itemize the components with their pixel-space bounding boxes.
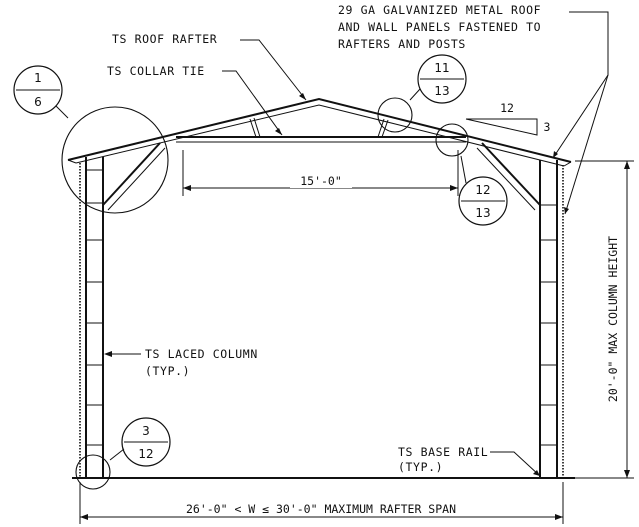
roof-panels-label-line2: AND WALL PANELS FASTENED TO	[338, 20, 541, 34]
roof-panels-label-line3: RAFTERS AND POSTS	[338, 37, 466, 51]
detail-zone-circle	[61, 106, 169, 214]
rafter-span-dimension: 26'-0" < W ≤ 30'-0" MAXIMUM RAFTER SPAN	[79, 482, 564, 524]
frame-structure	[67, 97, 575, 479]
dimensions: 15'-0" 20'-0" MAX COLUMN HEIGHT 26'-0" <…	[79, 150, 634, 524]
roof-rafter-leader	[240, 39, 307, 101]
detail-callout-11-13[interactable]: 11 13	[377, 54, 467, 133]
sheet-number: 13	[434, 84, 449, 98]
laced-column-label: TS LACED COLUMN	[145, 347, 258, 361]
base-rail-typ: (TYP.)	[398, 460, 443, 474]
detail-callout-3-12[interactable]: 3 12	[75, 417, 171, 490]
rafter-span-text: 26'-0" < W ≤ 30'-0" MAXIMUM RAFTER SPAN	[186, 502, 456, 516]
detail-zone-circle	[75, 454, 111, 490]
collar-tie-span-text: 15'-0"	[300, 174, 342, 188]
column-height-dimension: 20'-0" MAX COLUMN HEIGHT	[575, 160, 634, 479]
detail-zone-circle	[435, 123, 469, 157]
collar-tie-label: TS COLLAR TIE	[107, 64, 205, 78]
roof-panels-label-line1: 29 GA GALVANIZED METAL ROOF	[338, 3, 541, 17]
ridge-webs	[249, 117, 389, 138]
collar-tie-span-dimension: 15'-0"	[182, 150, 459, 196]
base-rail-leader	[490, 451, 541, 477]
collar-tie	[176, 136, 466, 143]
slope-rise: 3	[544, 120, 551, 134]
roof-slope-indicator: 12 3	[465, 101, 551, 136]
knee-braces	[102, 142, 541, 211]
sheet-number: 6	[34, 95, 42, 109]
roof-panels-leader	[552, 11, 609, 159]
base-rail-label: TS BASE RAIL	[398, 445, 488, 459]
annotation-labels: 29 GA GALVANIZED METAL ROOF AND WALL PAN…	[104, 3, 609, 477]
slope-run: 12	[500, 101, 514, 115]
detail-number: 12	[475, 183, 490, 197]
detail-callouts: 1 6 11 13 12 13 3 12	[13, 54, 508, 490]
roof-rafter-label: TS ROOF RAFTER	[112, 32, 217, 46]
roof-rafter	[67, 97, 572, 167]
right-laced-column	[539, 160, 558, 478]
sheet-number: 12	[138, 447, 153, 461]
left-laced-column	[85, 157, 104, 478]
collar-tie-leader	[222, 70, 283, 136]
laced-column-typ: (TYP.)	[145, 364, 190, 378]
detail-number: 3	[142, 424, 150, 438]
detail-callout-1-6[interactable]: 1 6	[13, 65, 169, 214]
detail-zone-circle	[377, 97, 413, 133]
column-height-text: 20'-0" MAX COLUMN HEIGHT	[606, 236, 620, 402]
detail-number: 11	[434, 61, 449, 75]
detail-number: 1	[34, 71, 42, 85]
sheet-number: 13	[475, 206, 490, 220]
detail-callout-12-13[interactable]: 12 13	[435, 123, 508, 226]
